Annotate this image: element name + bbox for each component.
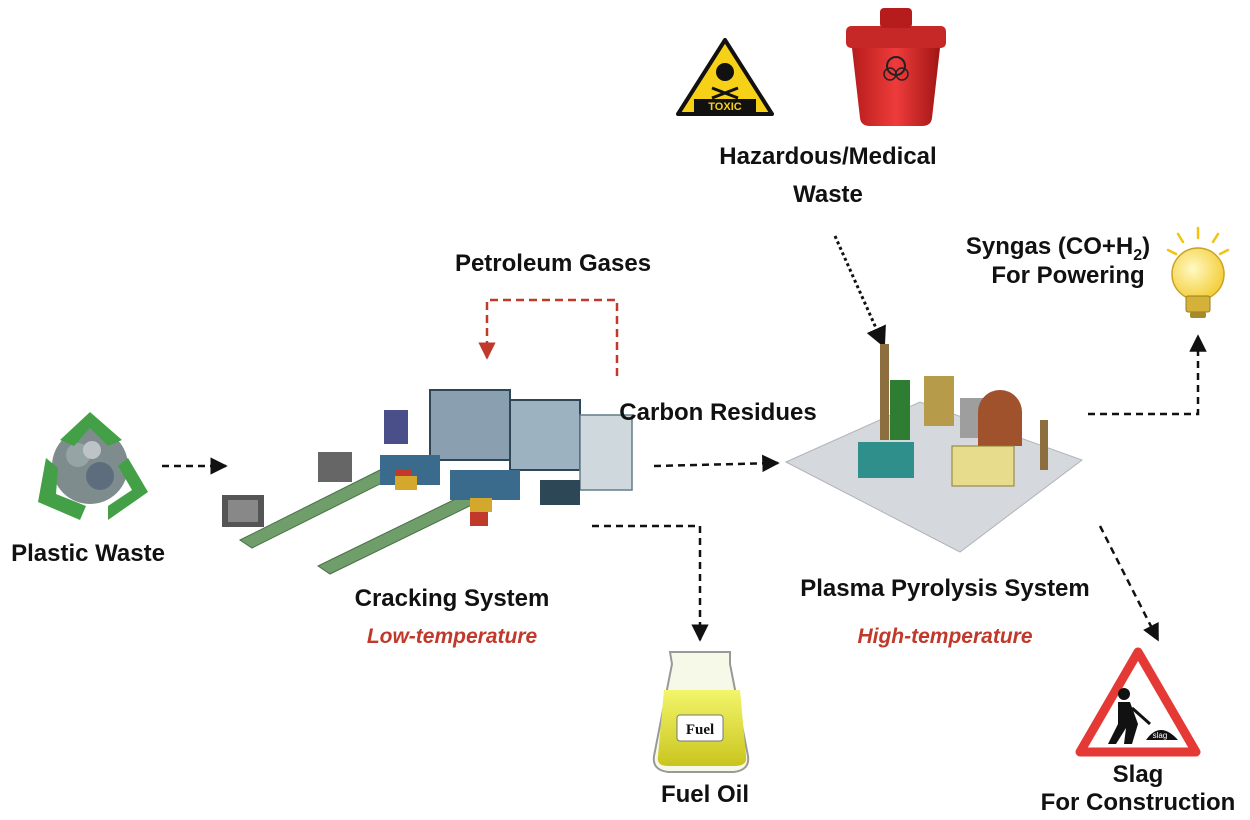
syngas-label-line2: For Powering — [991, 262, 1144, 289]
syngas-subscript: 2 — [1133, 247, 1142, 264]
arrow-hazardous-to-plasma — [833, 235, 886, 348]
plasma-pyrolysis-plant-icon — [784, 344, 1084, 553]
slag-label-line2: For Construction — [1041, 789, 1236, 816]
slag-sign-text: slag — [1153, 731, 1168, 740]
fuel-tag-text: Fuel — [686, 722, 714, 738]
arrow-cracking-to-fuel-oil — [592, 524, 709, 642]
syngas-suffix: ) — [1142, 233, 1150, 260]
low-temperature-label: Low-temperature — [367, 625, 538, 648]
hazardous-waste-label-line2: Waste — [793, 181, 863, 208]
cracking-system-machine-icon — [222, 389, 633, 575]
construction-sign-icon: slag — [1075, 647, 1201, 757]
slag-label-line1: Slag — [1113, 761, 1164, 788]
medical-waste-bin-icon — [846, 8, 946, 126]
petroleum-gas-recycle-arrow — [478, 298, 619, 376]
light-bulb-icon — [1166, 226, 1230, 318]
fuel-oil-beaker-icon: Fuel — [652, 651, 750, 773]
syngas-prefix: Syngas (CO+H — [966, 233, 1133, 260]
hazardous-waste-label-line1: Hazardous/Medical — [719, 143, 936, 170]
toxic-warning-icon: TOXIC — [676, 38, 774, 116]
toxic-sign-text: TOXIC — [708, 101, 741, 113]
syngas-label-line1: Syngas (CO+H2) — [966, 233, 1150, 264]
arrow-plasma-to-slag — [1098, 525, 1160, 642]
petroleum-gases-label: Petroleum Gases — [455, 250, 651, 277]
high-temperature-label: High-temperature — [857, 625, 1032, 648]
arrow-plasma-to-syngas — [1088, 334, 1207, 416]
carbon-residues-label: Carbon Residues — [619, 399, 816, 426]
fuel-oil-label: Fuel Oil — [661, 781, 749, 808]
recycle-icon — [38, 412, 148, 520]
arrow-cracking-to-plasma — [653, 454, 780, 473]
plastic-waste-label: Plastic Waste — [11, 540, 165, 567]
cracking-system-label: Cracking System — [355, 585, 550, 612]
plasma-pyrolysis-system-label: Plasma Pyrolysis System — [800, 575, 1090, 602]
